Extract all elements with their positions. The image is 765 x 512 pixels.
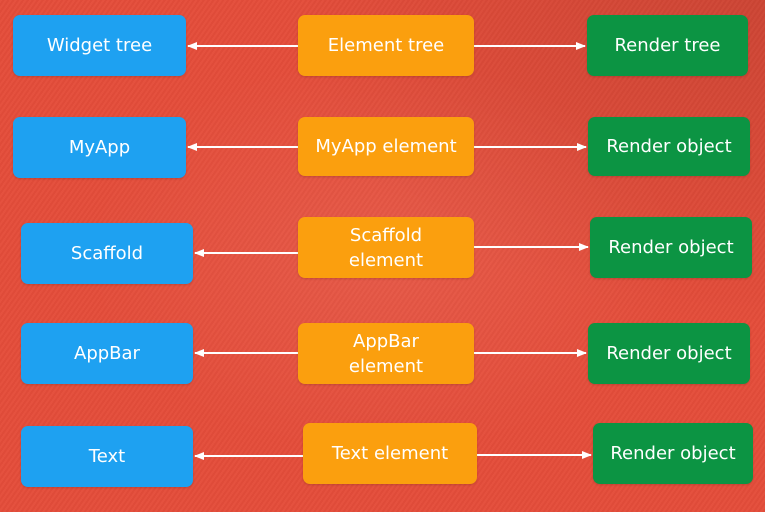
scaffold-render-object-node: Render object xyxy=(590,217,752,278)
node-label: Widget tree xyxy=(46,35,153,56)
render-tree-node: Render tree xyxy=(587,15,748,76)
node-label: Render object xyxy=(608,237,734,258)
node-label: Render object xyxy=(606,343,732,364)
myapp-render-object-node: Render object xyxy=(588,117,750,176)
node-label: MyApp element xyxy=(315,136,457,157)
text-widget-node: Text xyxy=(21,426,193,487)
scaffold-widget-node: Scaffold xyxy=(21,223,193,284)
node-label: Scaffold xyxy=(70,243,144,264)
appbar-widget-node: AppBar xyxy=(21,323,193,384)
text-element-node: Text element xyxy=(303,423,477,484)
appbar-render-object-node: Render object xyxy=(588,323,750,384)
node-label: Render object xyxy=(610,443,736,464)
node-label: Text xyxy=(88,446,126,467)
text-render-object-node: Render object xyxy=(593,423,753,484)
myapp-widget-node: MyApp xyxy=(13,117,186,178)
node-label: Render object xyxy=(606,136,732,157)
element-tree-node: Element tree xyxy=(298,15,474,76)
node-label-line: element xyxy=(348,355,424,377)
node-label-line: element xyxy=(348,249,424,271)
node-label-multiline: Scaffold element xyxy=(349,223,423,273)
node-label: AppBar xyxy=(74,343,140,364)
myapp-element-node: MyApp element xyxy=(298,117,474,176)
node-label-line: AppBar xyxy=(353,330,419,352)
node-label-multiline: AppBar element xyxy=(349,329,423,379)
widget-tree-node: Widget tree xyxy=(13,15,186,76)
node-label-line: Scaffold xyxy=(349,224,423,246)
node-label: Text element xyxy=(331,443,449,464)
node-label: MyApp xyxy=(68,137,131,158)
node-label: Render tree xyxy=(614,35,721,56)
appbar-element-node: AppBar element xyxy=(298,323,474,384)
node-label: Element tree xyxy=(327,35,445,56)
scaffold-element-node: Scaffold element xyxy=(298,217,474,278)
